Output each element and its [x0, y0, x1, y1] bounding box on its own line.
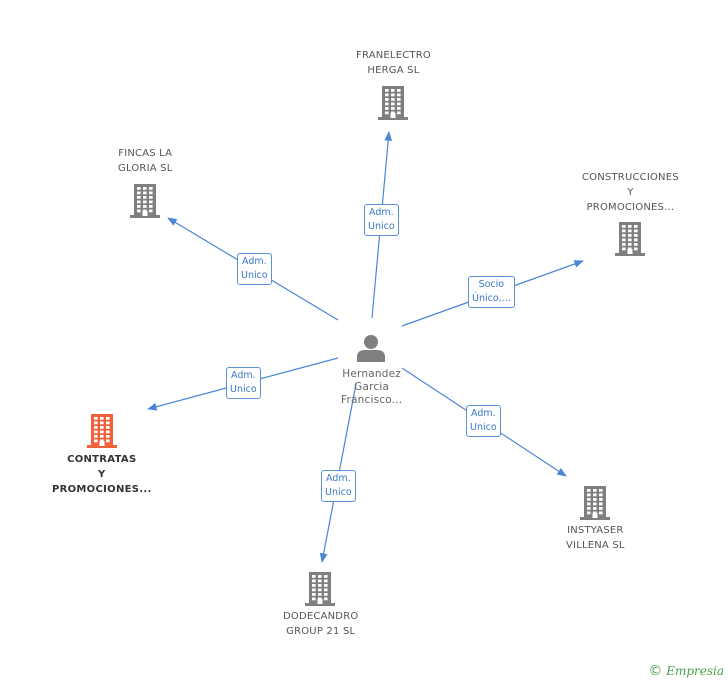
caption-line: HERGA SL: [367, 65, 420, 76]
building-icon: [378, 86, 408, 120]
caption-line: PROMOCIONES...: [586, 202, 675, 213]
relation-label-contratas[interactable]: Adm. Unico: [226, 367, 261, 399]
node-caption: FINCAS LA GLORIA SL: [118, 146, 172, 176]
building-icon: [580, 486, 610, 520]
relation-label-line: Unico: [230, 384, 257, 395]
relation-label-line: Adm.: [326, 473, 351, 484]
node-caption: DODECANDRO GROUP 21 SL: [283, 609, 358, 639]
caption-line: DODECANDRO: [283, 611, 359, 622]
relation-label-instyaser[interactable]: Adm. Unico: [466, 405, 501, 437]
node-caption: CONTRATAS Y PROMOCIONES...: [52, 452, 152, 497]
footer-brand[interactable]: © Empresia: [648, 663, 724, 679]
building-icon: [87, 414, 117, 448]
copyright-icon: ©: [648, 663, 663, 679]
caption-line: INSTYASER: [567, 525, 624, 536]
node-caption: INSTYASER VILLENA SL: [566, 523, 625, 553]
caption-line: Garcia: [354, 381, 390, 393]
company-node-franelectro[interactable]: FRANELECTRO HERGA SL: [356, 48, 431, 78]
relation-label-line: Adm.: [471, 408, 496, 419]
building-icon: [305, 572, 335, 606]
company-node-construcciones[interactable]: CONSTRUCCIONES Y PROMOCIONES...: [582, 170, 679, 215]
relation-label-line: Unico: [368, 221, 395, 232]
relation-label-line: Adm.: [231, 370, 256, 381]
brand-name: Empresia: [666, 664, 724, 678]
node-caption: CONSTRUCCIONES Y PROMOCIONES...: [582, 170, 679, 215]
caption-line: Y: [98, 469, 106, 480]
relation-label-line: Único,...: [472, 293, 511, 304]
caption-line: Francisco...: [341, 394, 403, 406]
company-node-fincas[interactable]: FINCAS LA GLORIA SL: [118, 146, 172, 176]
caption-line: GROUP 21 SL: [286, 626, 356, 637]
relation-label-franelectro[interactable]: Adm. Unico: [364, 204, 399, 236]
relation-label-line: Unico: [325, 487, 352, 498]
caption-line: VILLENA SL: [566, 540, 625, 551]
relation-label-line: Unico: [241, 270, 268, 281]
company-node-dodecandro[interactable]: DODECANDRO GROUP 21 SL: [283, 609, 358, 639]
node-caption: FRANELECTRO HERGA SL: [356, 48, 431, 78]
relation-label-line: Adm.: [242, 256, 267, 267]
company-node-instyaser[interactable]: INSTYASER VILLENA SL: [566, 523, 625, 553]
relation-label-dodecandro[interactable]: Adm. Unico: [321, 470, 356, 502]
company-node-contratas[interactable]: CONTRATAS Y PROMOCIONES...: [52, 452, 152, 497]
caption-line: PROMOCIONES...: [52, 484, 152, 495]
building-icon: [615, 222, 645, 256]
relation-label-line: Socio: [478, 279, 505, 290]
caption-line: FRANELECTRO: [356, 50, 431, 61]
caption-line: FINCAS LA: [118, 148, 173, 159]
caption-line: GLORIA SL: [118, 163, 173, 174]
relation-label-fincas[interactable]: Adm. Unico: [237, 253, 272, 285]
person-icon: [357, 335, 385, 362]
relation-label-line: Adm.: [369, 207, 394, 218]
relation-label-line: Unico: [470, 422, 497, 433]
building-icon: [130, 184, 160, 218]
caption-line: CONTRATAS: [67, 454, 137, 465]
caption-line: Hernandez: [342, 368, 401, 380]
caption-line: CONSTRUCCIONES: [582, 172, 679, 183]
caption-line: Y: [627, 187, 634, 198]
